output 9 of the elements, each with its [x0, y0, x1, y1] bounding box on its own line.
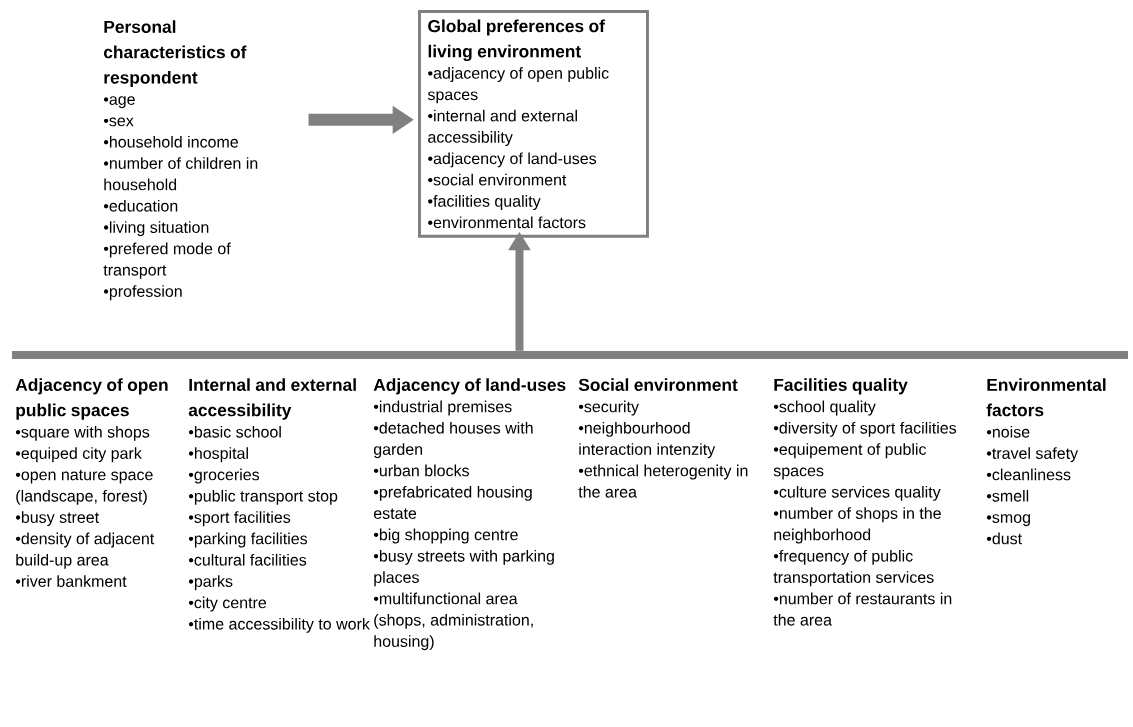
- factor-list: Internal and external accessibility •basic school •hospital •groceries •public transport stop •sport facilities •parking facilities •cultural facilities •parks •city centre •time accessibility to work: [188, 378, 370, 633]
- factor-list: Personal characteristics of respondent •age •sex •household income •number of children in household •education •living situation •prefered mode of transport •profession: [103, 20, 258, 301]
- factor-list: Social environment •security •neighbourhood interaction intenzity •ethnical heterogenity in the area: [578, 378, 748, 498]
- factor-list: Facilities quality •school quality •diversity of sport facilities •equipement of public spaces •culture services quality •number of shops in the neighborhood •frequency of public transportation services •number of restaurants in the area: [773, 378, 957, 626]
- text-box: Global preferences of living environment •adjacency of open public spaces •internal and external accessibility •adjacency of land-uses •social environment •facilities quality •environmental factors: [418, 10, 649, 238]
- factor-list: Adjacency of open public spaces •square with shops •equiped city park •open nature space (landscape, forest) •busy street •density of adjacent build-up area •river bankment: [15, 378, 168, 587]
- bar: [12, 351, 1128, 359]
- factor-list: Environmental factors •noise •travel safety •cleanliness •smell •smog •dust: [986, 378, 1106, 545]
- factor-list: Adjacency of land-uses •industrial premises •detached houses with garden •urban blocks •prefabricated housing estate •big shopping centre •busy streets with parking places •multifunctional area (shops, administration, housing): [373, 378, 566, 651]
